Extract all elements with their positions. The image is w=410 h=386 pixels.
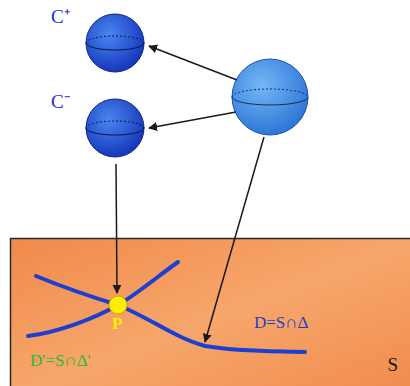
point-label: P <box>112 315 122 332</box>
arrows <box>116 46 264 342</box>
source-sphere <box>232 59 308 135</box>
sphere-shape <box>85 13 145 73</box>
sphere-shape <box>85 98 145 158</box>
curve-label: D=S∩Δ <box>254 314 309 331</box>
point-p <box>109 296 127 314</box>
sphere-node: C⁺ <box>85 13 145 73</box>
curves <box>28 262 305 352</box>
sphere-node: C⁻ <box>85 98 145 158</box>
surface-label: S <box>387 355 398 374</box>
sphere-label: C⁺ <box>51 7 70 26</box>
curve-label: D'=S∩Δ' <box>30 352 91 369</box>
sphere-label: C⁻ <box>51 92 70 111</box>
